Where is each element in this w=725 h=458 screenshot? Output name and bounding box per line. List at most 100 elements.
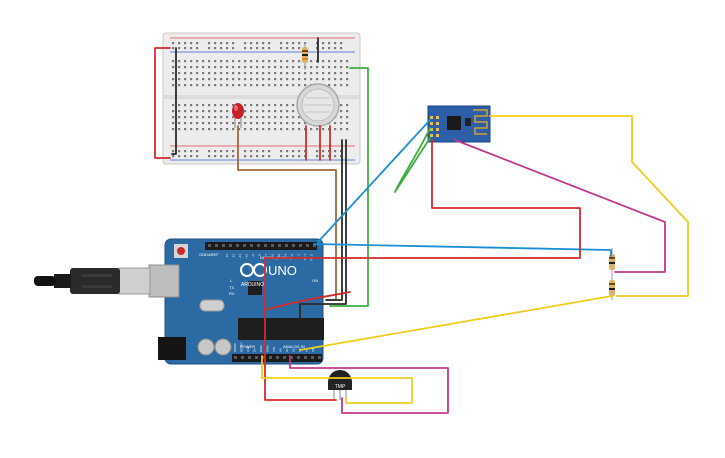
header-pin[interactable] <box>311 356 314 359</box>
breadboard-hole <box>232 104 235 107</box>
breadboard-hole <box>190 104 193 107</box>
gas-sensor[interactable] <box>296 83 340 127</box>
breadboard-hole <box>190 72 193 75</box>
header-pin[interactable] <box>313 244 316 247</box>
breadboard-hole <box>274 104 277 107</box>
header-pin[interactable] <box>264 244 267 247</box>
breadboard-hole <box>274 72 277 75</box>
breadboard-hole <box>226 84 229 87</box>
breadboard-hole <box>322 78 325 81</box>
breadboard-hole <box>244 66 247 69</box>
breadboard[interactable] <box>162 32 361 165</box>
wire-green-esp[interactable] <box>394 127 431 193</box>
header-pin[interactable] <box>299 244 302 247</box>
breadboard-hole <box>268 72 271 75</box>
breadboard-hole <box>292 128 295 131</box>
breadboard-hole <box>226 122 229 125</box>
wire-red-esp[interactable] <box>264 139 581 401</box>
breadboard-hole <box>286 72 289 75</box>
wire-black-sensor-2[interactable] <box>299 139 347 321</box>
breadboard-hole <box>256 66 259 69</box>
breadboard-hole <box>184 155 187 158</box>
wire-blue-esp-1[interactable] <box>317 119 431 243</box>
header-pin[interactable] <box>318 356 321 359</box>
breadboard-hole <box>226 150 229 153</box>
header-pin[interactable] <box>262 356 265 359</box>
resistor-top[interactable] <box>609 248 615 275</box>
header-pin[interactable] <box>248 356 251 359</box>
esp8266-module[interactable] <box>427 105 491 143</box>
wire-yellow-arduino[interactable] <box>299 295 613 351</box>
breadboard-hole <box>190 78 193 81</box>
header-pin[interactable] <box>269 356 272 359</box>
header-pin[interactable] <box>297 356 300 359</box>
analog-header-label: ANALOG IN <box>283 344 305 349</box>
wire-magenta-sensor[interactable] <box>289 355 449 414</box>
breadboard-hole <box>214 104 217 107</box>
header-pin[interactable] <box>290 356 293 359</box>
breadboard-hole <box>196 122 199 125</box>
breadboard-hole <box>328 84 331 87</box>
breadboard-hole <box>340 128 343 131</box>
wire-blue-esp-2[interactable] <box>313 243 612 257</box>
wire-yellow-esp[interactable] <box>489 115 689 297</box>
breadboard-hole <box>196 104 199 107</box>
breadboard-hole <box>226 104 229 107</box>
header-pin[interactable] <box>241 356 244 359</box>
breadboard-hole <box>202 84 205 87</box>
breadboard-hole <box>178 110 181 113</box>
breadboard-hole <box>238 66 241 69</box>
header-pin[interactable] <box>257 244 260 247</box>
header-pin[interactable] <box>208 244 211 247</box>
breadboard-hole <box>208 47 211 50</box>
header-pin[interactable] <box>285 244 288 247</box>
arduino-uno-board[interactable]: UNO ARDUINO DIGITAL (PWM~) ANALOG IN POW… <box>148 238 324 365</box>
breadboard-hole <box>256 155 259 158</box>
breadboard-hole <box>232 116 235 119</box>
header-pin[interactable] <box>243 244 246 247</box>
header-pin[interactable] <box>292 244 295 247</box>
header-pin[interactable] <box>283 356 286 359</box>
wire-yellow-sensor[interactable] <box>261 355 413 404</box>
wire-black-rail[interactable] <box>171 47 177 155</box>
rx-label: RX <box>229 291 235 296</box>
breadboard-hole <box>196 116 199 119</box>
breadboard-hole <box>232 60 235 63</box>
breadboard-resistor[interactable] <box>302 42 308 70</box>
breadboard-hole <box>268 128 271 131</box>
breadboard-hole <box>232 78 235 81</box>
header-pin[interactable] <box>304 356 307 359</box>
red-led[interactable] <box>232 103 244 128</box>
header-pin[interactable] <box>250 244 253 247</box>
wire-red-left[interactable] <box>154 47 171 159</box>
wires <box>154 37 689 414</box>
header-pin[interactable] <box>276 356 279 359</box>
breadboard-hole <box>196 128 199 131</box>
header-pin[interactable] <box>278 244 281 247</box>
header-pin[interactable] <box>271 244 274 247</box>
temperature-sensor[interactable]: TMP <box>328 370 352 400</box>
breadboard-hole <box>262 122 265 125</box>
breadboard-hole <box>250 72 253 75</box>
breadboard-hole <box>316 150 319 153</box>
wire-black-sensor-1[interactable] <box>325 139 343 301</box>
wire-red-chip[interactable] <box>264 291 351 311</box>
header-pin[interactable] <box>234 356 237 359</box>
breadboard-hole <box>262 110 265 113</box>
breadboard-hole <box>208 72 211 75</box>
header-pin[interactable] <box>306 244 309 247</box>
reset-button[interactable] <box>177 247 185 255</box>
breadboard-hole <box>190 116 193 119</box>
header-pin[interactable] <box>255 356 258 359</box>
breadboard-hole <box>250 116 253 119</box>
digital-pin-label: 7 <box>264 254 268 256</box>
header-pin[interactable] <box>222 244 225 247</box>
breadboard-hole <box>202 78 205 81</box>
breadboard-hole <box>190 128 193 131</box>
header-pin[interactable] <box>229 244 232 247</box>
header-pin[interactable] <box>215 244 218 247</box>
breadboard-hole <box>232 150 235 153</box>
usb-cable[interactable] <box>34 267 151 295</box>
wire-magenta-esp[interactable] <box>454 139 666 273</box>
header-pin[interactable] <box>236 244 239 247</box>
